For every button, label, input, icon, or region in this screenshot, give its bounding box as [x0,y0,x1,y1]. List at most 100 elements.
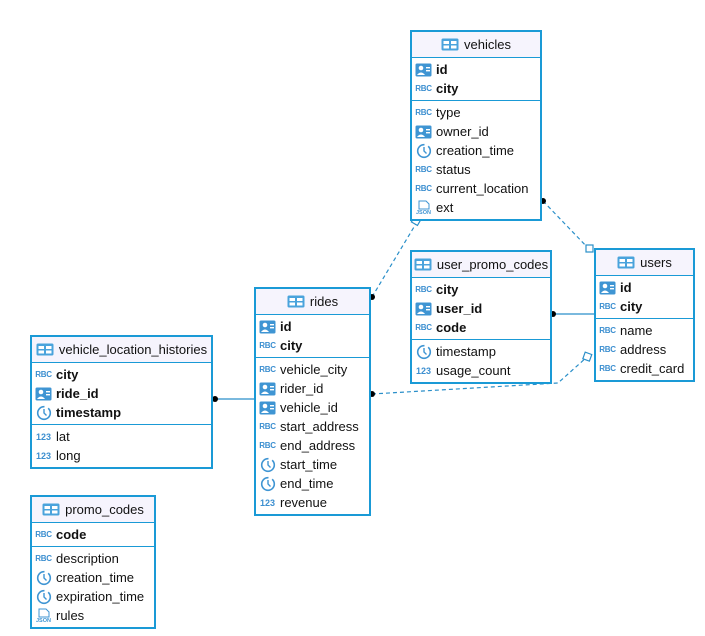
table-header: vehicles [412,32,540,58]
column-row[interactable]: expiration_time [32,587,154,606]
column-name: lat [56,429,70,444]
svg-text:JSON: JSON [36,618,51,623]
column-name: start_time [280,457,338,472]
column-row[interactable]: creation_time [32,568,154,587]
column-name: owner_id [436,124,489,139]
column-name: revenue [280,495,327,510]
table-icon [414,258,432,271]
primary-key-columns: RBC city ride_id timestamp [32,363,211,424]
text-type-icon: RBC [415,165,432,174]
column-row[interactable]: timestamp [412,342,550,361]
column-name: id [280,319,292,334]
link-end-dot [212,396,218,402]
text-type-icon: RBC [259,341,276,350]
link-end-square [585,244,594,253]
column-name: code [436,320,467,335]
column-name: expiration_time [56,589,145,604]
column-name: address [620,342,667,357]
column-name: description [56,551,119,566]
timestamp-icon [415,344,432,359]
text-type-icon: RBC [599,326,616,335]
column-row[interactable]: ride_id [32,384,211,403]
column-row[interactable]: end_time [256,474,369,493]
column-name: creation_time [436,143,515,158]
column-row[interactable]: id [412,60,540,79]
column-name: rules [56,608,85,623]
column-name: rider_id [280,381,324,396]
timestamp-icon [259,457,276,472]
column-row[interactable]: JSON rules [32,606,154,625]
column-row[interactable]: id [256,317,369,336]
column-name: city [56,367,79,382]
table-header: users [596,250,693,276]
key-id-icon [415,125,432,139]
table-icon [42,503,60,516]
timestamp-icon [35,570,52,585]
timestamp-icon [259,476,276,491]
column-row[interactable]: timestamp [32,403,211,422]
column-name: city [436,81,459,96]
table-icon [441,38,459,51]
numeric-type-icon: 123 [259,497,276,508]
column-name: code [56,527,87,542]
column-row[interactable]: RBC city [32,365,211,384]
column-row[interactable]: 123 revenue [256,493,369,512]
json-type-icon: JSON [415,200,432,215]
column-row[interactable]: owner_id [412,122,540,141]
table-icon [617,256,635,269]
table-name: promo_codes [65,502,144,517]
table-header: rides [256,289,369,315]
column-name: city [620,299,643,314]
svg-text:JSON: JSON [416,210,431,215]
column-row[interactable]: start_time [256,455,369,474]
column-name: end_address [280,438,356,453]
numeric-type-icon: 123 [415,365,432,376]
column-name: type [436,105,461,120]
text-type-icon: RBC [35,370,52,379]
json-type-icon: JSON [35,608,52,623]
text-type-icon: RBC [415,184,432,193]
column-name: id [436,62,448,77]
key-id-icon [415,302,432,316]
column-row[interactable]: vehicle_id [256,398,369,417]
column-name: timestamp [56,405,122,420]
column-row[interactable]: user_id [412,299,550,318]
column-row[interactable]: rider_id [256,379,369,398]
column-row[interactable]: id [596,278,693,297]
timestamp-icon [35,405,52,420]
column-row[interactable]: creation_time [412,141,540,160]
